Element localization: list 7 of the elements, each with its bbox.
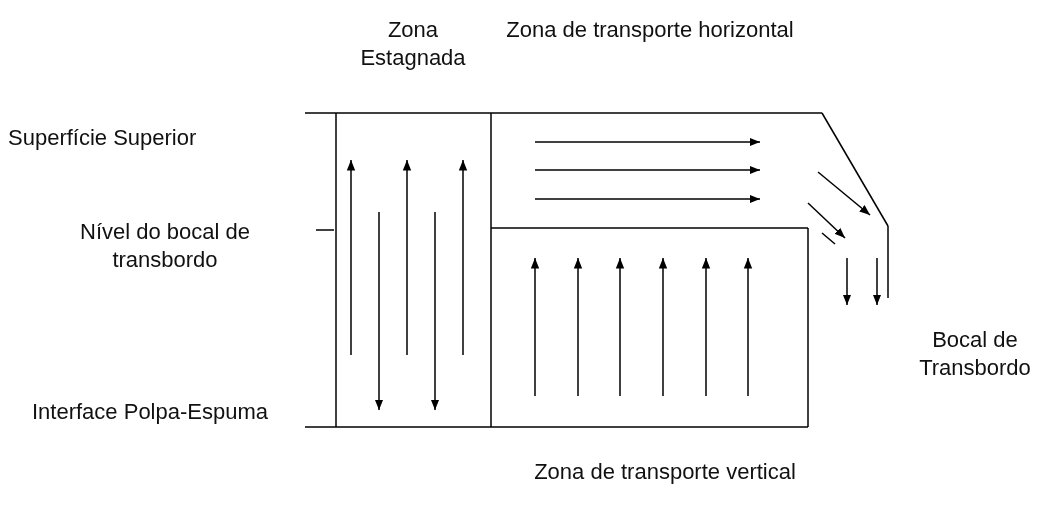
level-label: Nível do bocal de transbordo — [79, 218, 251, 274]
level-label: Superfície Superior — [8, 124, 198, 152]
zone-label: Zona Estagnada — [359, 16, 467, 72]
outlet-label: Bocal de Transbordo — [918, 326, 1032, 382]
level-label: Interface Polpa-Espuma — [31, 398, 269, 426]
zone-label: Zona de transporte vertical — [533, 458, 797, 486]
zone-label: Zona de transporte horizontal — [505, 16, 795, 44]
